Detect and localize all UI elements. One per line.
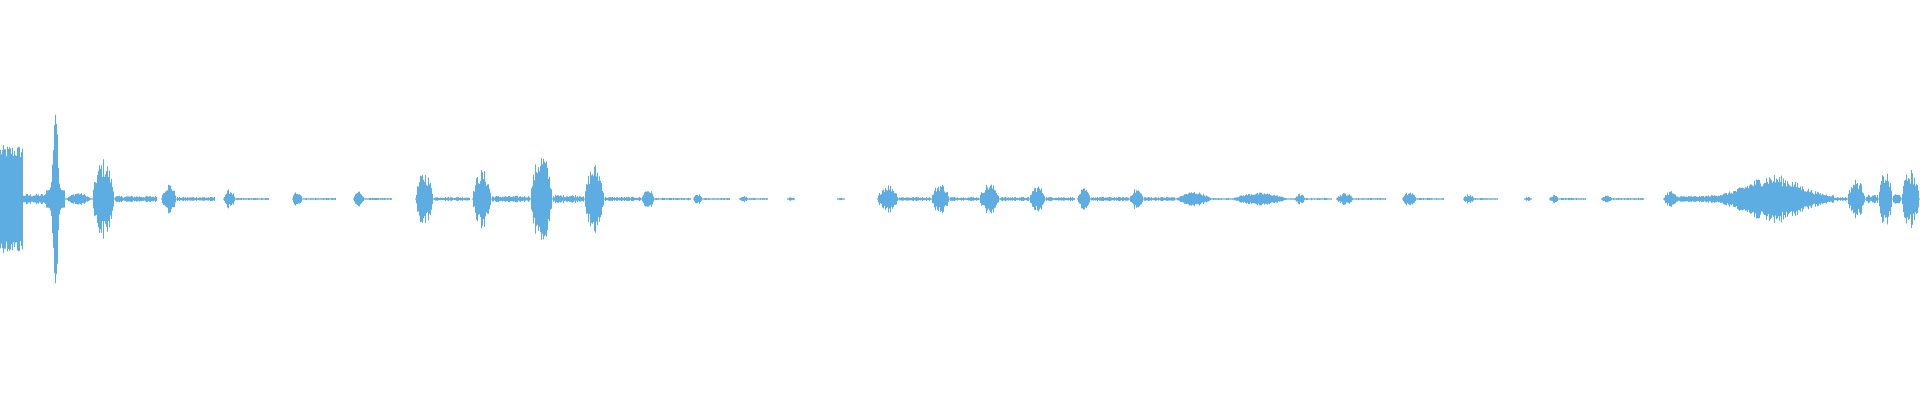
waveform-bars xyxy=(0,114,1920,284)
waveform-path xyxy=(0,114,1920,284)
